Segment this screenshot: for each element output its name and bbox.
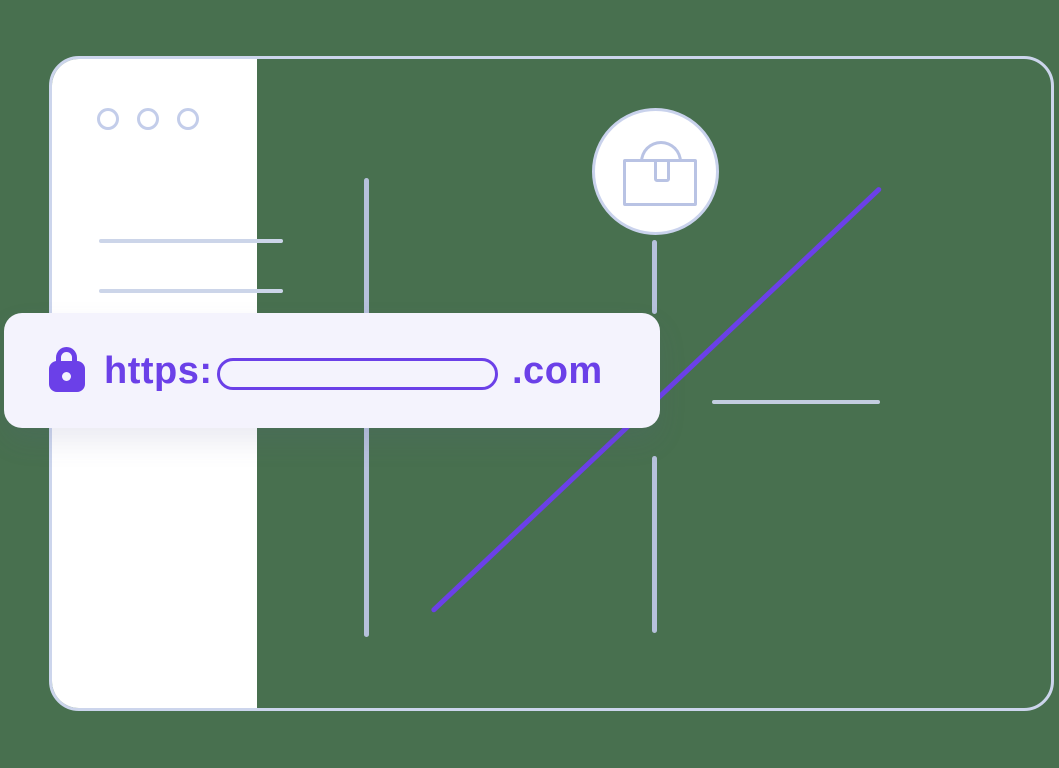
lock-icon <box>56 347 77 366</box>
sidebar-skeleton-line <box>99 239 283 243</box>
window-control-dot[interactable] <box>177 108 199 130</box>
briefcase-lock-icon <box>654 159 670 182</box>
sidebar-skeleton-line <box>99 289 283 293</box>
horizontal-deco-line <box>712 400 880 404</box>
window-control-dot[interactable] <box>137 108 159 130</box>
domain-field[interactable] <box>217 358 498 390</box>
vertical-deco-line-right-top <box>652 240 657 314</box>
vertical-deco-line-right-bottom <box>652 456 657 633</box>
security-badge <box>592 108 719 235</box>
lock-icon <box>62 372 71 381</box>
window-control-dot[interactable] <box>97 108 119 130</box>
url-protocol-label: https: <box>104 350 213 392</box>
url-tld-label: .com <box>512 350 603 392</box>
address-bar[interactable]: https: .com <box>4 313 660 428</box>
